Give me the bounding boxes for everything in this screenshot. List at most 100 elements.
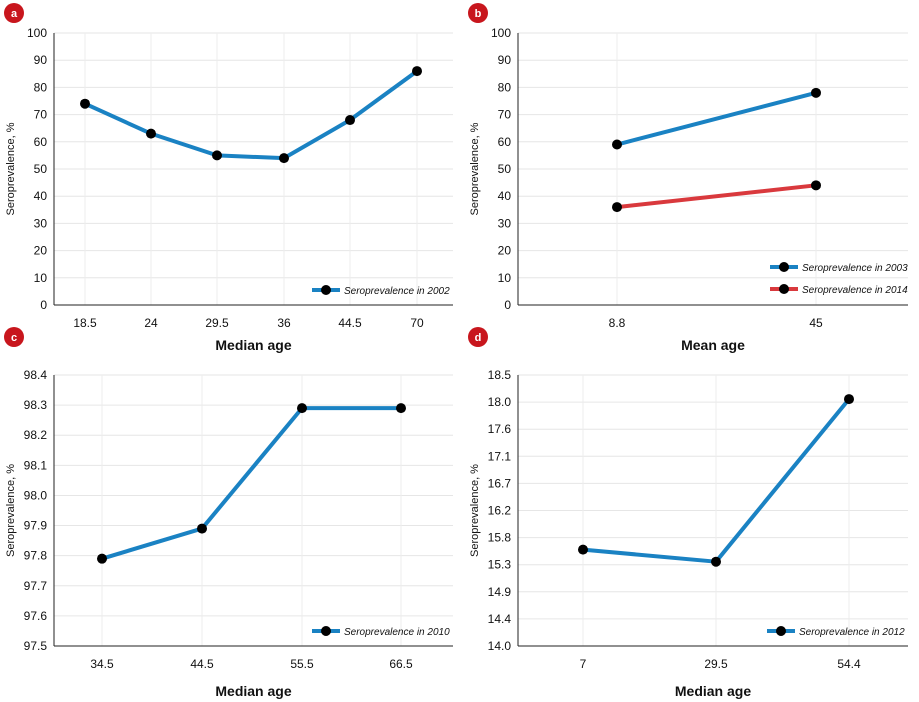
y-tick-label: 100 — [491, 26, 511, 40]
x-tick-label: 70 — [410, 316, 424, 330]
x-tick-label: 7 — [580, 657, 587, 671]
legend-label: Seroprevalence in 2002 — [344, 286, 450, 297]
legend-label: Seroprevalence in 2014 — [802, 285, 908, 296]
y-tick-label: 97.9 — [24, 519, 48, 533]
panel-d: 14.0 14.4 14.9 15.3 15.8 16.2 16.7 17.1 17.6 18.0… — [468, 327, 908, 699]
y-tick-label: 40 — [498, 189, 512, 203]
data-point — [279, 153, 289, 164]
y-tick-label: 17.6 — [488, 422, 512, 436]
panel-badge — [4, 327, 24, 347]
y-tick-label: 15.8 — [488, 531, 512, 545]
x-tick-label: 44.5 — [190, 657, 214, 671]
x-tick-label: 8.8 — [609, 316, 626, 330]
y-tick-label: 20 — [34, 244, 48, 258]
series-line — [615, 90, 818, 147]
x-tick-label: 29.5 — [704, 657, 728, 671]
legend-label: Seroprevalence in 2010 — [344, 627, 450, 638]
y-tick-label: 15.3 — [488, 558, 512, 572]
y-axis-title: Seroprevalence, % — [469, 122, 481, 215]
y-tick-label: 80 — [498, 80, 512, 94]
y-tick-label: 10 — [34, 271, 48, 285]
y-tick-label: 10 — [498, 271, 512, 285]
legend-label: Seroprevalence in 2012 — [799, 627, 905, 638]
legend-marker — [321, 626, 331, 636]
y-tick-label: 40 — [34, 189, 48, 203]
data-point — [412, 66, 422, 77]
y-tick-label: 14.9 — [488, 585, 512, 599]
x-axis-title: Mean age — [681, 337, 745, 353]
data-point — [146, 128, 156, 139]
y-tick-label: 0 — [40, 298, 47, 312]
x-tick-label: 24 — [144, 316, 158, 330]
y-tick-label: 97.8 — [24, 549, 48, 563]
legend-label: Seroprevalence in 2003 — [802, 263, 908, 274]
y-tick-label: 60 — [498, 135, 512, 149]
x-tick-label: 45 — [809, 316, 823, 330]
x-tick-label: 18.5 — [73, 316, 97, 330]
panel-badge — [4, 3, 24, 23]
x-tick-label: 54.4 — [837, 657, 861, 671]
panel-letter: c — [11, 332, 17, 344]
x-axis-title: Median age — [675, 683, 751, 699]
y-tick-label: 14.0 — [488, 639, 512, 653]
panel-badge — [468, 3, 488, 23]
y-tick-label: 70 — [498, 108, 512, 122]
x-tick-label: 44.5 — [338, 316, 362, 330]
y-tick-label: 18.0 — [488, 395, 512, 409]
y-axis-title: Seroprevalence, % — [469, 464, 481, 557]
x-tick-label: 34.5 — [90, 657, 114, 671]
data-point — [612, 139, 622, 150]
data-point — [345, 115, 355, 126]
y-tick-label: 70 — [34, 108, 48, 122]
legend-marker — [779, 262, 789, 272]
y-tick-label: 16.7 — [488, 476, 512, 490]
legend-marker — [776, 626, 786, 636]
y-axis-title: Seroprevalence, % — [5, 464, 17, 557]
y-tick-label: 90 — [34, 53, 48, 67]
panel-letter: d — [475, 332, 482, 344]
y-tick-label: 98.1 — [24, 458, 48, 472]
x-axis-title: Median age — [215, 337, 291, 353]
legend-marker — [321, 285, 331, 295]
y-tick-label: 50 — [34, 162, 48, 176]
y-axis-title: Seroprevalence, % — [5, 122, 17, 215]
y-tick-label: 50 — [498, 162, 512, 176]
data-point — [612, 202, 622, 213]
y-tick-label: 14.4 — [488, 612, 512, 626]
data-point — [80, 98, 90, 109]
data-point — [97, 553, 107, 564]
data-point — [811, 180, 821, 191]
data-point — [844, 394, 854, 405]
y-tick-label: 98.2 — [24, 428, 48, 442]
series-line — [100, 406, 403, 561]
y-tick-label: 97.7 — [24, 579, 48, 593]
x-axis-title: Median age — [215, 683, 291, 699]
y-tick-label: 16.2 — [488, 504, 512, 518]
panel-letter: b — [475, 8, 482, 20]
y-tick-label: 18.5 — [488, 368, 512, 382]
series-line — [615, 183, 818, 210]
x-tick-label: 29.5 — [205, 316, 229, 330]
data-point — [297, 403, 307, 414]
y-tick-label: 97.6 — [24, 609, 48, 623]
panel-letter: a — [11, 8, 18, 20]
y-tick-label: 80 — [34, 80, 48, 94]
y-tick-label: 0 — [504, 298, 511, 312]
y-tick-label: 98.4 — [24, 368, 48, 382]
data-point — [396, 403, 406, 414]
data-point — [578, 544, 588, 555]
y-tick-label: 98.0 — [24, 488, 48, 502]
x-tick-label: 55.5 — [290, 657, 314, 671]
y-tick-label: 30 — [498, 216, 512, 230]
x-tick-label: 66.5 — [389, 657, 413, 671]
y-tick-label: 60 — [34, 135, 48, 149]
y-tick-label: 100 — [27, 26, 47, 40]
data-point — [711, 556, 721, 567]
data-point — [811, 87, 821, 98]
panel-c: 97.597.697.797.897.998.098.198.298.398.4… — [4, 327, 453, 699]
y-tick-label: 17.1 — [488, 449, 512, 463]
y-tick-label: 97.5 — [24, 639, 48, 653]
